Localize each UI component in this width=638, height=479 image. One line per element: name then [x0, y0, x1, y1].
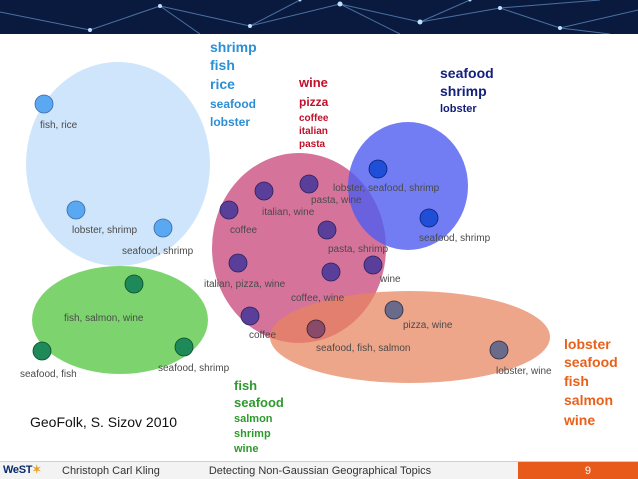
- point-label-coffee-wine: coffee, wine: [291, 293, 345, 304]
- keyword: salmon: [234, 413, 273, 425]
- keyword: wine: [563, 412, 595, 428]
- point-label-italian-wine: italian, wine: [262, 207, 315, 218]
- footer-bar: WeST✶ Christoph Carl Kling Detecting Non…: [0, 461, 638, 479]
- keyword: salmon: [564, 392, 613, 408]
- point-label-pasta-shrimp: pasta, shrimp: [328, 244, 388, 255]
- keyword: shrimp: [210, 39, 257, 55]
- keyword: lobster: [210, 115, 250, 129]
- point-label-pizza-wine: pizza, wine: [403, 320, 453, 331]
- page-number: 9: [584, 465, 591, 477]
- point-label-seafood-shrimp-navy: seafood, shrimp: [419, 233, 491, 244]
- keyword: seafood: [210, 97, 256, 111]
- keyword: pasta: [299, 139, 326, 150]
- keyword: lobster: [564, 336, 611, 352]
- point-label-lobster-wine: lobster, wine: [496, 366, 552, 377]
- keyword: rice: [210, 76, 235, 92]
- keyword: seafood: [234, 395, 284, 410]
- keyword: seafood: [440, 65, 494, 81]
- point-label-seafood-shrimp-green: seafood, shrimp: [158, 363, 230, 374]
- keyword: fish: [564, 373, 589, 389]
- logo-text: WeST: [3, 464, 33, 476]
- point-label-seafood-fish-salmon: seafood, fish, salmon: [316, 343, 411, 354]
- cluster-ellipse-pink: [212, 153, 386, 343]
- keywords-blue: seafood shrimp lobster: [440, 65, 494, 115]
- network-graphic: [0, 0, 638, 34]
- keyword: italian: [299, 126, 328, 137]
- point-label-fish-rice: fish, rice: [40, 120, 78, 131]
- west-logo: WeST✶: [3, 463, 41, 476]
- page-number-box: 9: [518, 462, 638, 479]
- keyword: shrimp: [234, 428, 271, 440]
- point-seafood-fish: [32, 341, 52, 361]
- keyword: seafood: [564, 354, 618, 370]
- keywords-light-blue: shrimp fish rice seafood lobster: [210, 39, 257, 129]
- point-lobster-wine: [489, 340, 509, 360]
- point-wine: [363, 255, 383, 275]
- point-seafood-shrimp-navy: [419, 208, 439, 228]
- keyword: coffee: [299, 113, 329, 124]
- keyword: fish: [234, 378, 257, 393]
- point-coffee-wine: [321, 262, 341, 282]
- keyword: fish: [210, 57, 235, 73]
- keywords-orange: lobster seafood fish salmon wine: [563, 336, 618, 428]
- keyword: lobster: [440, 103, 477, 115]
- point-label-wine: wine: [379, 274, 401, 285]
- keyword: wine: [233, 443, 258, 455]
- keyword: pizza: [299, 95, 329, 109]
- point-label-seafood-fish: seafood, fish: [20, 369, 77, 380]
- source-credit: GeoFolk, S. Sizov 2010: [30, 414, 178, 430]
- keyword: wine: [298, 75, 328, 90]
- keywords-pink: wine pizza coffee italian pasta: [298, 75, 329, 150]
- point-pasta-wine: [299, 174, 319, 194]
- keyword: shrimp: [440, 83, 487, 99]
- point-fish-salmon-wine: [124, 274, 144, 294]
- point-label-seafood-shrimp-blue: seafood, shrimp: [122, 246, 194, 257]
- point-label-lobster-seafood-shrimp: lobster, seafood, shrimp: [333, 183, 440, 194]
- keywords-green: fish seafood salmon shrimp wine: [233, 378, 284, 455]
- cluster-ellipse-green: [32, 266, 208, 374]
- point-lobster-seafood-shrimp: [368, 159, 388, 179]
- point-pasta-shrimp: [317, 220, 337, 240]
- point-label-coffee-lower: coffee: [249, 330, 276, 341]
- point-coffee-lower: [240, 306, 260, 326]
- point-seafood-shrimp-blue: [153, 218, 173, 238]
- cluster-plot: fish, rice lobster, shrimp seafood, shri…: [20, 39, 618, 455]
- cluster-ellipse-orange: [270, 291, 550, 383]
- point-fish-rice: [34, 94, 54, 114]
- point-seafood-shrimp-green: [174, 337, 194, 357]
- network-banner: [0, 0, 638, 34]
- footer-author: Christoph Carl Kling: [62, 465, 160, 477]
- point-italian-wine: [254, 181, 274, 201]
- point-coffee: [219, 200, 239, 220]
- point-label-lobster-shrimp: lobster, shrimp: [72, 225, 137, 236]
- point-lobster-shrimp: [66, 200, 86, 220]
- footer-title: Detecting Non-Gaussian Geographical Topi…: [208, 465, 432, 477]
- point-label-italian-pizza-wine: italian, pizza, wine: [204, 279, 286, 290]
- point-label-fish-salmon-wine: fish, salmon, wine: [64, 313, 144, 324]
- point-label-pasta-wine: pasta, wine: [311, 195, 362, 206]
- point-label-coffee: coffee: [230, 225, 257, 236]
- star-icon: ✶: [32, 464, 42, 476]
- point-seafood-fish-salmon: [306, 319, 326, 339]
- point-italian-pizza-wine: [228, 253, 248, 273]
- point-pizza-wine: [384, 300, 404, 320]
